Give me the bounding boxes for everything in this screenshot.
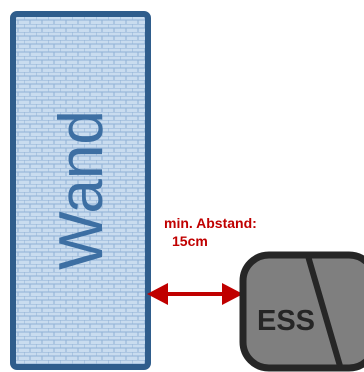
- wall: Wand: [10, 11, 151, 370]
- ess-device-label: ESS: [257, 305, 315, 337]
- ess-device-divider: [305, 255, 343, 367]
- wall-label: Wand: [47, 110, 116, 270]
- distance-label-line2: 15cm: [172, 233, 208, 249]
- arrow-head-left: [147, 283, 168, 305]
- distance-arrow: [147, 283, 243, 305]
- ess-device: ESS: [239, 251, 364, 372]
- wall-body: [10, 11, 151, 370]
- distance-label: min. Abstand: 15cm: [164, 214, 257, 250]
- arrow-head-right: [222, 283, 243, 305]
- distance-label-line1: min. Abstand:: [164, 215, 257, 231]
